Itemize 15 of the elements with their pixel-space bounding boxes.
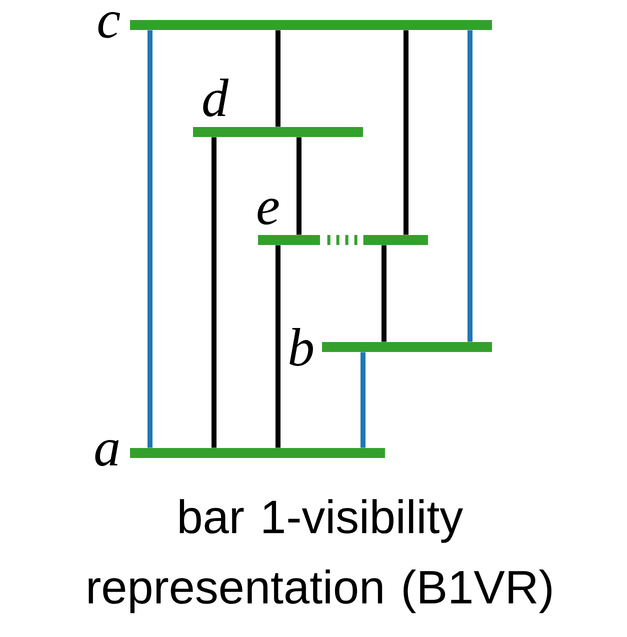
connector-line: [404, 30, 408, 235]
connector-line: [468, 30, 472, 342]
bar: e: [258, 198, 428, 245]
connector-line: [360, 352, 366, 448]
connector-line: [296, 137, 302, 235]
connector-line: [276, 30, 280, 127]
caption: bar 1-visibility representation (B1VR): [88, 499, 552, 614]
bar: d: [193, 78, 363, 137]
bar: b: [290, 328, 492, 366]
bar: a: [95, 440, 385, 466]
connector-line: [382, 245, 386, 342]
connector-line: [276, 245, 280, 448]
connector-line: [212, 137, 216, 448]
bar: c: [98, 12, 492, 38]
connector-line: [148, 30, 152, 448]
